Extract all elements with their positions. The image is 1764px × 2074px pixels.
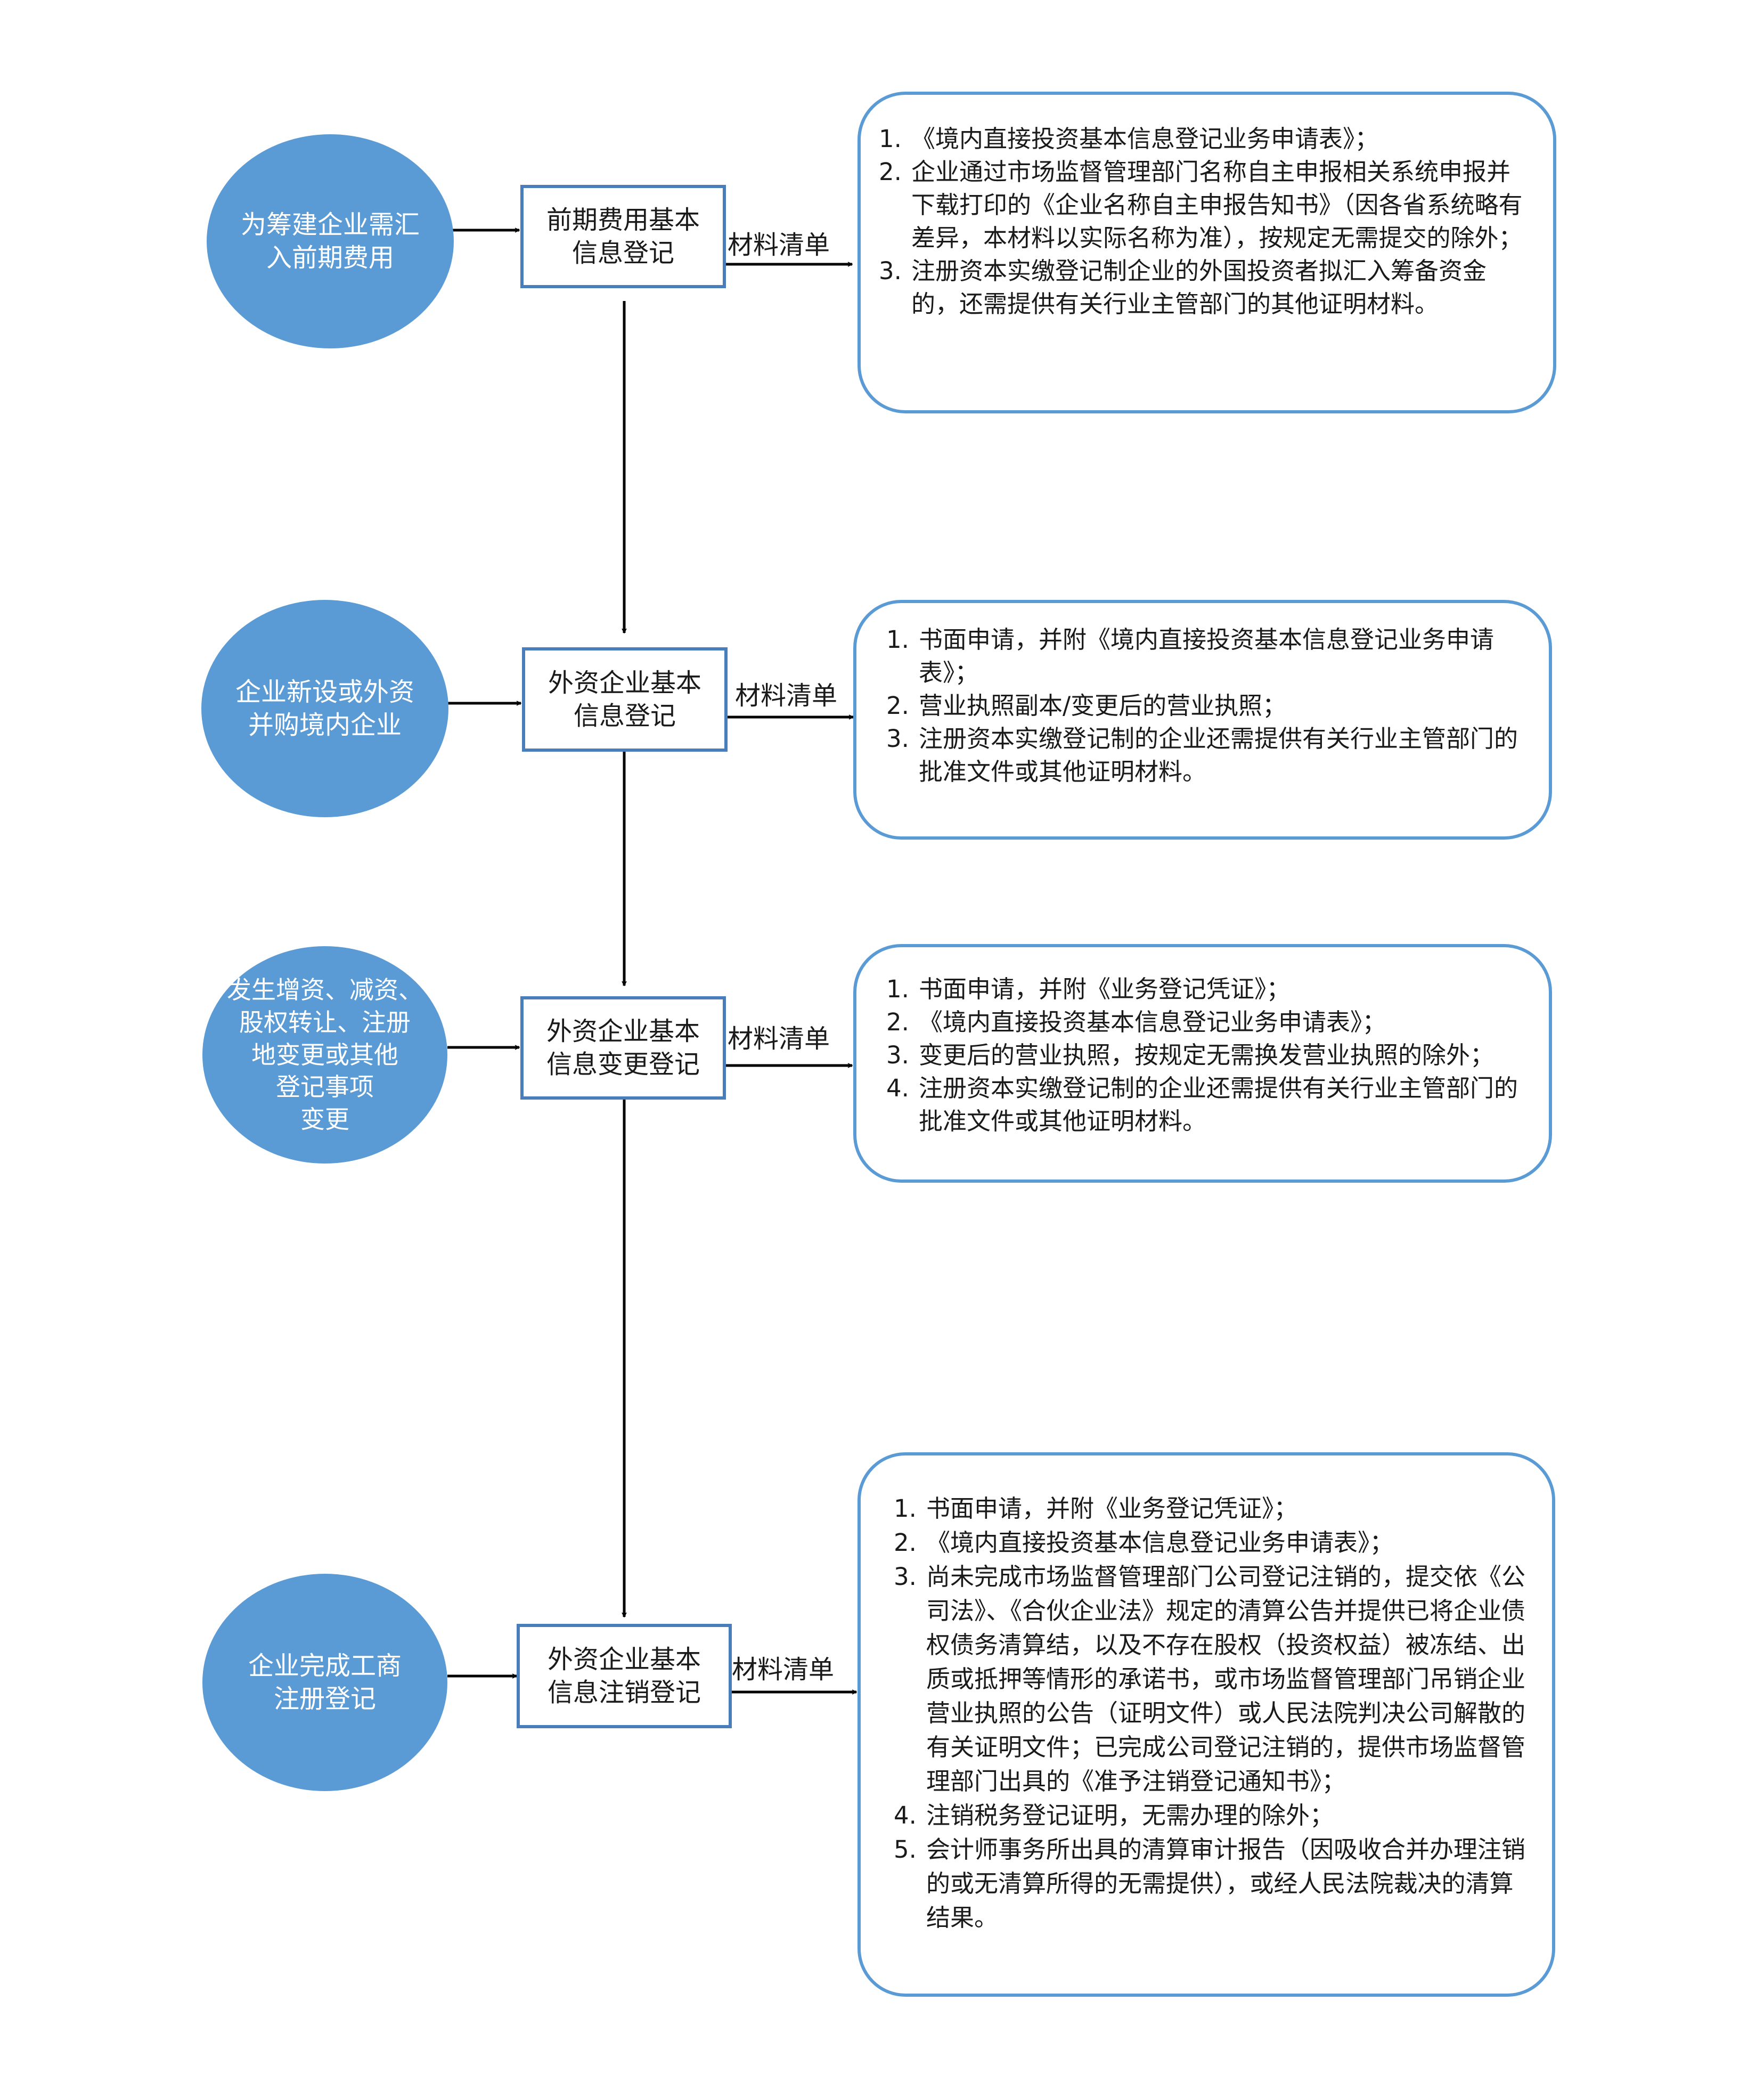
materials-item: 3.尚未完成市场监督管理部门公司登记注销的，提交依《公司法》、《合伙企业法》规定… <box>894 1563 1525 1795</box>
materials-item: 5.会计师事务所出具的清算审计报告（因吸收合并办理注销的或无清算所得的无需提供）… <box>894 1835 1525 1932</box>
materials-box-change-registration: 1.书面申请，并附《业务登记凭证》； 2.《境内直接投资基本信息登记业务申请表》… <box>853 944 1552 1183</box>
materials-item: 4.注册资本实缴登记制的企业还需提供有关行业主管部门的批准文件或其他证明材料。 <box>886 1074 1518 1135</box>
materials-item: 1.《境内直接投资基本信息登记业务申请表》； <box>879 125 1379 153</box>
materials-box-prepayment: 1.《境内直接投资基本信息登记业务申请表》； 2.企业通过市场监督管理部门名称自… <box>858 92 1556 413</box>
materials-item: 2.《境内直接投资基本信息登记业务申请表》； <box>886 1008 1386 1036</box>
materials-item: 4.注销税务登记证明，无需办理的除外； <box>894 1801 1334 1829</box>
materials-list: 1.书面申请，并附《业务登记凭证》； 2.《境内直接投资基本信息登记业务申请表》… <box>894 1492 1537 1935</box>
materials-item: 1.书面申请，并附《业务登记凭证》； <box>894 1494 1298 1523</box>
connector-label-materials: 材料清单 <box>732 1655 835 1685</box>
materials-item: 2.《境内直接投资基本信息登记业务申请表》； <box>894 1528 1394 1557</box>
trigger-circle-prepayment: 为筹建企业需汇 入前期费用 <box>207 134 454 348</box>
materials-item: 3.变更后的营业执照，按规定无需换发营业执照的除外； <box>886 1041 1494 1069</box>
trigger-circle-deregistration: 企业完成工商 注册登记 <box>202 1574 447 1791</box>
materials-item: 2.营业执照副本/变更后的营业执照； <box>886 692 1287 720</box>
step-box-change-registration: 外资企业基本 信息变更登记 <box>520 996 726 1100</box>
materials-item: 3.注册资本实缴登记制企业的外国投资者拟汇入筹备资金的，还需提供有关行业主管部门… <box>879 257 1487 318</box>
connector-label-materials: 材料清单 <box>728 230 830 260</box>
trigger-circle-change: 发生增资、减资、 股权转让、注册 地变更或其他 登记事项 变更 <box>202 946 447 1164</box>
connector-label-materials: 材料清单 <box>728 1024 830 1054</box>
connector-label-materials: 材料清单 <box>735 681 838 711</box>
materials-item: 1.书面申请，并附《境内直接投资基本信息登记业务申请表》； <box>886 625 1494 687</box>
step-box-deregistration: 外资企业基本 信息注销登记 <box>517 1624 732 1728</box>
materials-item: 1.书面申请，并附《业务登记凭证》； <box>886 975 1291 1003</box>
materials-list: 1.书面申请，并附《业务登记凭证》； 2.《境内直接投资基本信息登记业务申请表》… <box>886 973 1535 1138</box>
trigger-circle-establishment: 企业新设或外资 并购境内企业 <box>201 600 448 817</box>
step-box-prepayment-registration: 前期费用基本 信息登记 <box>520 185 726 288</box>
materials-list: 1.书面申请，并附《境内直接投资基本信息登记业务申请表》； 2.营业执照副本/变… <box>886 623 1519 788</box>
materials-item: 2.企业通过市场监督管理部门名称自主申报相关系统申报并下载打印的《企业名称自主申… <box>879 158 1523 252</box>
materials-list: 1.《境内直接投资基本信息登记业务申请表》； 2.企业通过市场监督管理部门名称自… <box>879 123 1523 321</box>
materials-item: 3.注册资本实缴登记制的企业还需提供有关行业主管部门的批准文件或其他证明材料。 <box>886 725 1518 786</box>
materials-box-basic-registration: 1.书面申请，并附《境内直接投资基本信息登记业务申请表》； 2.营业执照副本/变… <box>853 600 1552 840</box>
step-box-basic-registration: 外资企业基本 信息登记 <box>522 647 728 752</box>
materials-box-deregistration: 1.书面申请，并附《业务登记凭证》； 2.《境内直接投资基本信息登记业务申请表》… <box>858 1452 1555 1997</box>
